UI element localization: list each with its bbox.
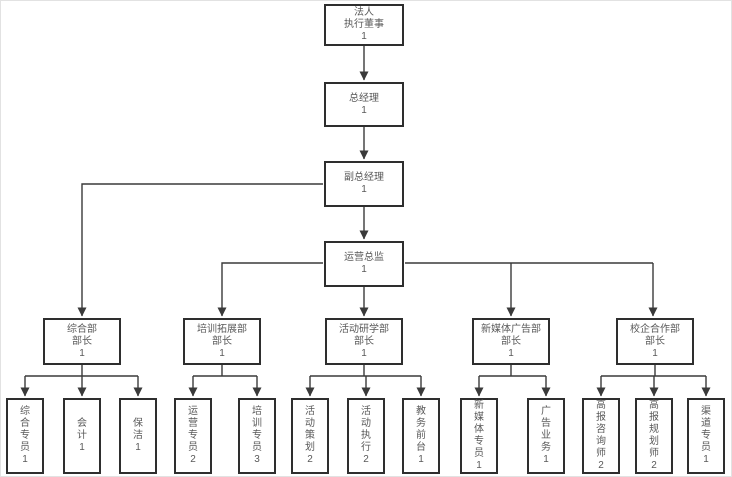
node-staff-cleaner[interactable]: 保洁1: [119, 398, 157, 474]
node-count: 1: [361, 184, 367, 195]
node-role: 部长: [212, 335, 232, 347]
node-label: 培训专员3: [252, 406, 262, 465]
node-count: 1: [508, 347, 514, 359]
node-role: 部长: [645, 335, 665, 347]
node-count: 1: [361, 347, 367, 359]
node-label: 总经理: [349, 92, 379, 104]
node-label: 综合专员1: [20, 406, 30, 465]
node-count: 1: [79, 347, 85, 359]
node-count: 2: [190, 454, 196, 465]
node-legal-executive-director[interactable]: 法人 执行董事 1: [324, 4, 404, 46]
node-staff-accountant[interactable]: 会计1: [63, 398, 101, 474]
node-count: 1: [135, 442, 141, 453]
node-label: 运营总监: [344, 252, 384, 263]
node-staff-operations-specialist[interactable]: 运营专员2: [174, 398, 212, 474]
node-label: 执行董事: [344, 19, 384, 30]
node-label: 会计1: [77, 418, 87, 453]
node-count: 1: [543, 454, 549, 465]
node-count: 1: [361, 104, 367, 116]
node-staff-channel-specialist[interactable]: 渠道专员1: [687, 398, 725, 474]
node-general-manager[interactable]: 总经理 1: [324, 82, 404, 127]
node-label: 广告业务1: [541, 406, 551, 465]
node-staff-gaokao-planner[interactable]: 高报规划师2: [635, 398, 673, 474]
node-label: 活动策划2: [305, 406, 315, 465]
node-count: 1: [22, 454, 28, 465]
node-label: 渠道专员1: [701, 406, 711, 465]
node-count: 1: [418, 454, 424, 465]
node-label: 综合部: [67, 323, 97, 335]
node-count: 2: [307, 454, 313, 465]
node-label: 校企合作部: [630, 323, 680, 335]
node-label: 教务前台1: [416, 406, 426, 465]
node-staff-academic-front-desk[interactable]: 教务前台1: [402, 398, 440, 474]
node-label: 副总经理: [344, 172, 384, 183]
node-deputy-general-manager[interactable]: 副总经理 1: [324, 161, 404, 207]
node-staff-event-execution[interactable]: 活动执行2: [347, 398, 385, 474]
node-count: 1: [361, 31, 367, 42]
node-staff-ad-sales[interactable]: 广告业务1: [527, 398, 565, 474]
node-staff-general-specialist[interactable]: 综合专员1: [6, 398, 44, 474]
node-staff-event-planning[interactable]: 活动策划2: [291, 398, 329, 474]
node-label: 运营专员2: [188, 406, 198, 465]
node-count: 3: [254, 454, 260, 465]
node-count: 1: [361, 264, 367, 275]
node-count: 1: [703, 454, 709, 465]
node-label: 保洁1: [133, 418, 143, 453]
node-role: 部长: [72, 335, 92, 347]
node-label: 新媒体专员1: [474, 400, 484, 471]
node-label: 活动研学部: [339, 323, 389, 335]
node-count: 2: [363, 454, 369, 465]
node-dept-new-media-ads[interactable]: 新媒体广告部 部长 1: [472, 318, 550, 365]
node-label: 高报规划师2: [649, 400, 659, 471]
node-role: 部长: [501, 335, 521, 347]
node-staff-training-specialist[interactable]: 培训专员3: [238, 398, 276, 474]
node-staff-gaokao-consultant[interactable]: 高报咨询师2: [582, 398, 620, 474]
node-label: 培训拓展部: [197, 323, 247, 335]
node-label: 新媒体广告部: [481, 323, 541, 335]
node-count: 1: [79, 442, 85, 453]
node-count: 1: [219, 347, 225, 359]
node-dept-activity-research[interactable]: 活动研学部 部长 1: [325, 318, 403, 365]
node-count: 2: [598, 460, 604, 471]
node-label: 高报咨询师2: [596, 400, 606, 471]
node-dept-school-enterprise[interactable]: 校企合作部 部长 1: [616, 318, 694, 365]
node-label: 活动执行2: [361, 406, 371, 465]
node-dept-training-expansion[interactable]: 培训拓展部 部长 1: [183, 318, 261, 365]
node-count: 1: [652, 347, 658, 359]
node-count: 2: [651, 460, 657, 471]
node-count: 1: [476, 460, 482, 471]
node-staff-new-media-specialist[interactable]: 新媒体专员1: [460, 398, 498, 474]
node-role: 部长: [354, 335, 374, 347]
node-label: 法人: [354, 7, 374, 18]
node-dept-general-affairs[interactable]: 综合部 部长 1: [43, 318, 121, 365]
node-operations-director[interactable]: 运营总监 1: [324, 241, 404, 287]
